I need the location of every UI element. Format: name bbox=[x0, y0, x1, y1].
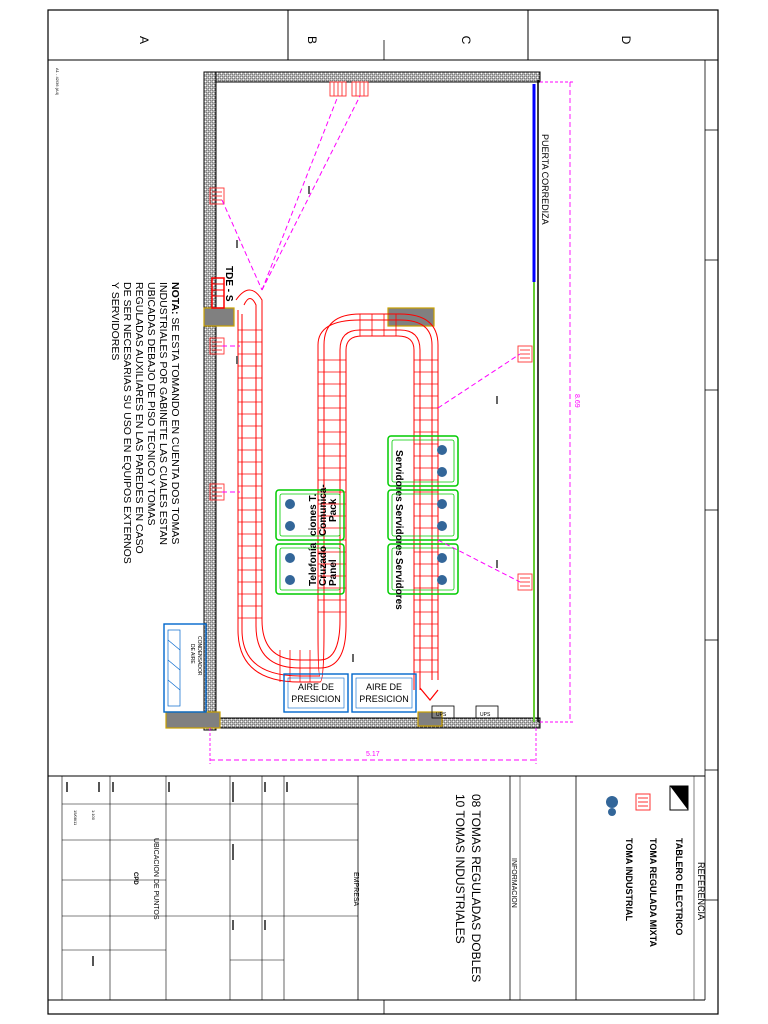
outlet-icon bbox=[351, 81, 369, 97]
regulated-outlet-icon bbox=[635, 793, 651, 811]
server-rack-3: Servidores bbox=[387, 543, 459, 610]
reference-legend: REFERENCIA TABLERO ELECTRICO TOMA REGULA… bbox=[606, 785, 706, 947]
zone-letter-c: C bbox=[459, 36, 473, 45]
company-label: EMPRESA bbox=[352, 872, 359, 907]
server-rack-1-label: Servidores bbox=[393, 450, 404, 502]
tiny-annotations bbox=[236, 186, 498, 662]
reference-item-1: TABLERO ELECTRICO bbox=[674, 838, 684, 935]
precision-ac-1-label-1: AIRE DE bbox=[298, 682, 334, 692]
condenser-label-2: DE AIRE bbox=[189, 644, 195, 664]
patch-panel-label-2: Cruzado bbox=[318, 546, 329, 586]
drawing-scale: 1:100 bbox=[91, 810, 96, 821]
zone-letter-b: B bbox=[305, 36, 319, 44]
column-pad-2 bbox=[387, 307, 435, 327]
comms-rack: Pack Comunica- ciones T. bbox=[275, 484, 345, 541]
drawing-subtitle: CPD bbox=[132, 872, 138, 885]
title-block-tiny-labels bbox=[66, 782, 288, 966]
outlet-icon bbox=[209, 187, 225, 205]
drawing-date: 15/08/11 bbox=[73, 810, 78, 826]
sheet-size-ref: A1 - 42/36 (A4) bbox=[55, 68, 60, 96]
note-line-1: NOTA: SE ESTA TOMANDO EN CUENTA DOS TOMA… bbox=[169, 282, 181, 544]
patch-panel-label-3: Telefonía bbox=[308, 542, 319, 586]
server-rack-3-label: Servidores bbox=[393, 558, 404, 610]
note-line-2: INDUSTRIALES POR GABINETE LAS CUALES EST… bbox=[157, 282, 169, 545]
wiring-lines bbox=[221, 95, 521, 583]
column-pad-3 bbox=[165, 711, 221, 729]
reference-item-3: TOMA INDUSTRIAL bbox=[624, 838, 634, 921]
air-condenser: CONDENSADOR DE AIRE bbox=[163, 623, 207, 713]
ups-box-2-label: UPS bbox=[480, 712, 491, 718]
outlet-icon bbox=[517, 573, 533, 591]
zone-letter-d: D bbox=[619, 36, 633, 45]
precision-ac-1: AIRE DE PRESICION bbox=[283, 673, 349, 713]
industrial-outlet-icon bbox=[606, 796, 618, 816]
note-bold: NOTA: bbox=[169, 282, 181, 314]
patch-panel-rack: Panel Cruzado Telefonía bbox=[275, 542, 345, 595]
note-line-4: REGULADAS AUXILIARES EN LAS PAREDES EN C… bbox=[133, 282, 145, 554]
server-rack-2-label: Servidores bbox=[393, 504, 404, 556]
dimension-length: 8.69 bbox=[540, 81, 580, 723]
patch-panel-label-1: Panel bbox=[328, 559, 339, 586]
note-line-5: DE SER NECESARIAS SU USO EN EQUIPOS EXTE… bbox=[121, 282, 133, 564]
outlet-icon bbox=[517, 345, 533, 363]
drawing-title: UBICACION DE PUNTOS bbox=[152, 838, 159, 920]
outlet-icon bbox=[329, 81, 347, 97]
precision-ac-2: AIRE DE PRESICION bbox=[351, 673, 417, 713]
server-rack-2: Servidores bbox=[387, 489, 459, 556]
note-line-3: UBICADAS DEBAJO DE PISO TECNICO Y TOMAS bbox=[145, 282, 157, 526]
tde-label: TDE - S bbox=[223, 266, 234, 302]
cable-tray bbox=[235, 289, 439, 701]
column-pad-1 bbox=[203, 307, 235, 327]
comms-rack-label-2: Comunica- bbox=[318, 484, 329, 536]
door-label: PUERTA CORREDIZA bbox=[540, 134, 550, 225]
note-block: NOTA: SE ESTA TOMANDO EN CUENTA DOS TOMA… bbox=[109, 282, 181, 564]
ups-box-1 bbox=[431, 705, 455, 719]
floor-plan: PUERTA CORREDIZA TDE - S bbox=[163, 71, 580, 764]
precision-ac-2-label-1: AIRE DE bbox=[366, 682, 402, 692]
wall-top bbox=[203, 71, 541, 83]
note-line-1-text: SE ESTA TOMANDO EN CUENTA DOS TOMAS bbox=[169, 314, 181, 544]
information-line-2: 10 TOMAS INDUSTRIALES bbox=[453, 794, 467, 944]
note-line-6: Y SERVIDORES bbox=[109, 282, 121, 360]
comms-rack-label-3: ciones T. bbox=[308, 494, 319, 536]
wall-bottom bbox=[203, 717, 541, 729]
electrical-panel bbox=[211, 277, 225, 309]
dimension-length-value: 8.69 bbox=[573, 394, 580, 408]
sheet-frame bbox=[47, 9, 719, 1015]
precision-ac-1-label-2: PRESICION bbox=[291, 694, 341, 704]
ups-box-2 bbox=[475, 705, 499, 719]
title-block bbox=[48, 775, 705, 1001]
ups-box-1-label: UPS bbox=[436, 712, 447, 718]
reference-title: REFERENCIA bbox=[696, 862, 706, 920]
reference-item-2: TOMA REGULADA MIXTA bbox=[648, 838, 658, 947]
precision-ac-2-label-2: PRESICION bbox=[359, 694, 409, 704]
dimension-width-value: 5.17 bbox=[366, 751, 380, 758]
column-pad-4 bbox=[417, 711, 443, 727]
server-rack-1: Servidores bbox=[387, 435, 459, 502]
information-title: INFORMACION bbox=[510, 858, 517, 908]
zone-strip bbox=[48, 10, 718, 1014]
condenser-label-1: CONDENSADOR bbox=[196, 636, 202, 676]
information-line-1: 08 TOMAS REGULADAS DOBLES bbox=[469, 794, 483, 982]
comms-rack-label-1: Pack bbox=[328, 498, 339, 522]
dimension-width: 5.17 bbox=[209, 728, 537, 764]
zone-letter-a: A bbox=[137, 36, 151, 44]
electrical-panel-icon bbox=[669, 785, 689, 811]
regulated-outlets bbox=[209, 81, 533, 591]
